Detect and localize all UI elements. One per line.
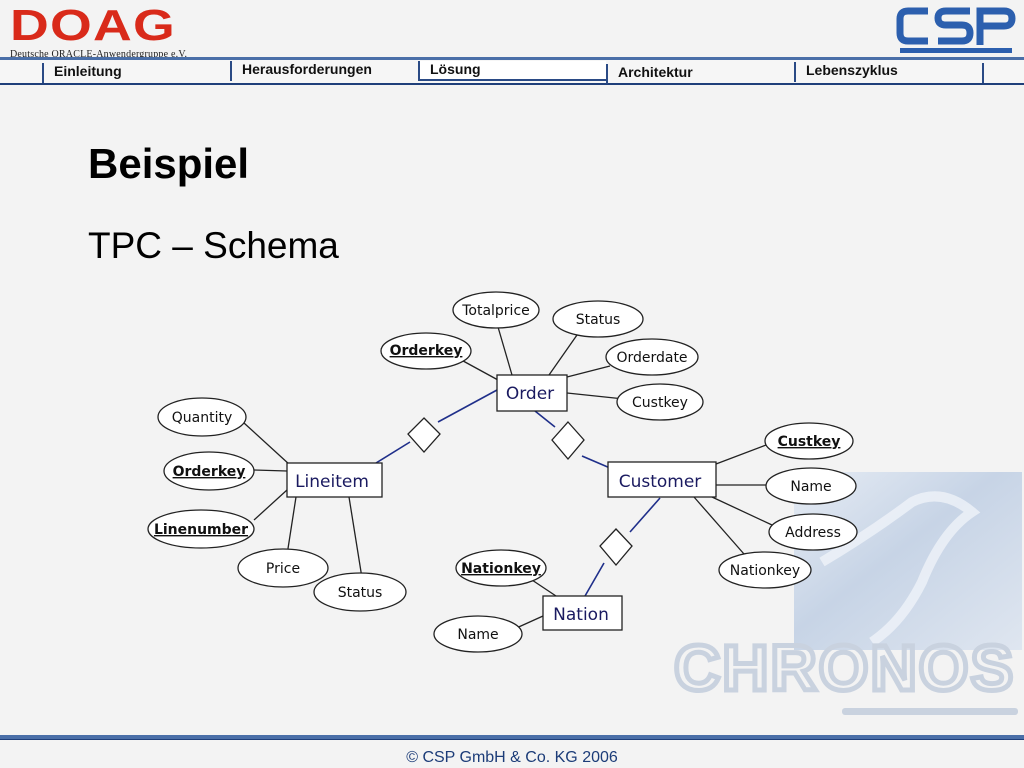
attr-label: Totalprice	[461, 303, 530, 319]
attr-label: Orderdate	[616, 350, 687, 366]
nav-tab-label: Lebenszyklus	[806, 62, 898, 78]
attr-order-orderkey: Orderkey	[380, 332, 472, 370]
attr-customer-address: Address	[768, 513, 858, 551]
attr-label-key: Orderkey	[390, 343, 463, 359]
nav-tab-architektur[interactable]: Architektur	[606, 64, 794, 84]
attr-nation-nationkey: Nationkey	[455, 549, 547, 587]
section-nav-bar: Einleitung Herausforderungen Lösung Arch…	[0, 57, 1024, 85]
entity-nation-label: Nation	[553, 605, 609, 625]
attr-lineitem-quantity: Quantity	[157, 397, 247, 437]
entity-lineitem-label: Lineitem	[295, 472, 369, 492]
attr-customer-nationkey: Nationkey	[718, 551, 812, 589]
footer-divider	[0, 735, 1024, 740]
watermark-text: CHRONOS	[674, 632, 1015, 704]
doag-logo-subtitle: Deutsche ORACLE-Anwendergruppe e.V.	[10, 49, 188, 60]
attr-lineitem-status: Status	[313, 572, 407, 612]
csp-logo	[896, 7, 1016, 53]
nav-tab-label: Architektur	[618, 64, 693, 80]
relationship-diamond-order-customer	[551, 421, 585, 461]
attr-label: Price	[266, 561, 300, 577]
chronos-watermark: CHRONOS	[672, 472, 1022, 715]
attr-order-status: Status	[552, 300, 644, 338]
slide-title: Beispiel	[88, 140, 250, 187]
attr-lineitem-price: Price	[237, 548, 329, 588]
attr-lineitem-linenumber: Linenumber	[147, 509, 255, 549]
attr-label: Nationkey	[730, 563, 800, 579]
attr-customer-custkey: Custkey	[764, 422, 854, 460]
attr-nation-name: Name	[433, 615, 523, 653]
attr-label-key: Custkey	[778, 434, 841, 450]
relationship-lines	[375, 389, 661, 597]
attr-label: Address	[785, 525, 841, 541]
footer-copyright: © CSP GmbH & Co. KG 2006	[406, 749, 618, 766]
slide-subtitle: TPC – Schema	[88, 225, 339, 266]
entity-customer: Customer	[607, 461, 717, 498]
nav-tab-einleitung[interactable]: Einleitung	[42, 63, 232, 83]
attr-order-orderdate: Orderdate	[605, 338, 699, 376]
slide-header: DOAG Deutsche ORACLE-Anwendergruppe e.V.	[0, 0, 1024, 61]
doag-logo: DOAG Deutsche ORACLE-Anwendergruppe e.V.	[10, 4, 188, 61]
attr-label: Name	[790, 479, 831, 495]
nav-tab-label: Einleitung	[54, 63, 122, 79]
attr-label: Status	[576, 312, 621, 328]
relationship-diamond-customer-nation	[599, 528, 633, 567]
doag-logo-text: DOAG	[10, 1, 176, 50]
watermark-underline	[842, 708, 1018, 715]
attr-label-key: Orderkey	[173, 464, 246, 480]
nav-tab-spacer	[982, 63, 1024, 83]
attr-order-custkey: Custkey	[616, 383, 704, 421]
entity-order: Order	[496, 374, 568, 412]
attribute-ellipses: Totalprice Status Orderkey Orderdate Cus…	[147, 291, 858, 653]
attr-customer-name: Name	[765, 467, 857, 505]
attr-label: Name	[457, 627, 498, 643]
attr-lineitem-orderkey: Orderkey	[163, 451, 255, 491]
entity-lineitem: Lineitem	[286, 462, 383, 498]
nav-tab-label: Herausforderungen	[242, 61, 372, 77]
attr-label-key: Linenumber	[154, 522, 248, 538]
attr-label: Custkey	[632, 395, 688, 411]
attribute-lines	[243, 326, 773, 631]
attr-label: Status	[338, 585, 383, 601]
attr-order-totalprice: Totalprice	[452, 291, 540, 329]
entity-nation: Nation	[542, 595, 623, 631]
entity-order-label: Order	[506, 384, 554, 404]
nav-tab-herausforderungen[interactable]: Herausforderungen	[230, 61, 418, 81]
relationship-diamond-order-lineitem	[407, 417, 441, 453]
nav-tab-lebenszyklus[interactable]: Lebenszyklus	[794, 62, 982, 82]
attr-label-key: Nationkey	[461, 561, 541, 577]
nav-tab-label: Lösung	[430, 61, 481, 77]
nav-tab-loesung[interactable]: Lösung	[418, 61, 606, 81]
attr-label: Quantity	[172, 410, 233, 426]
entity-customer-label: Customer	[619, 472, 702, 492]
